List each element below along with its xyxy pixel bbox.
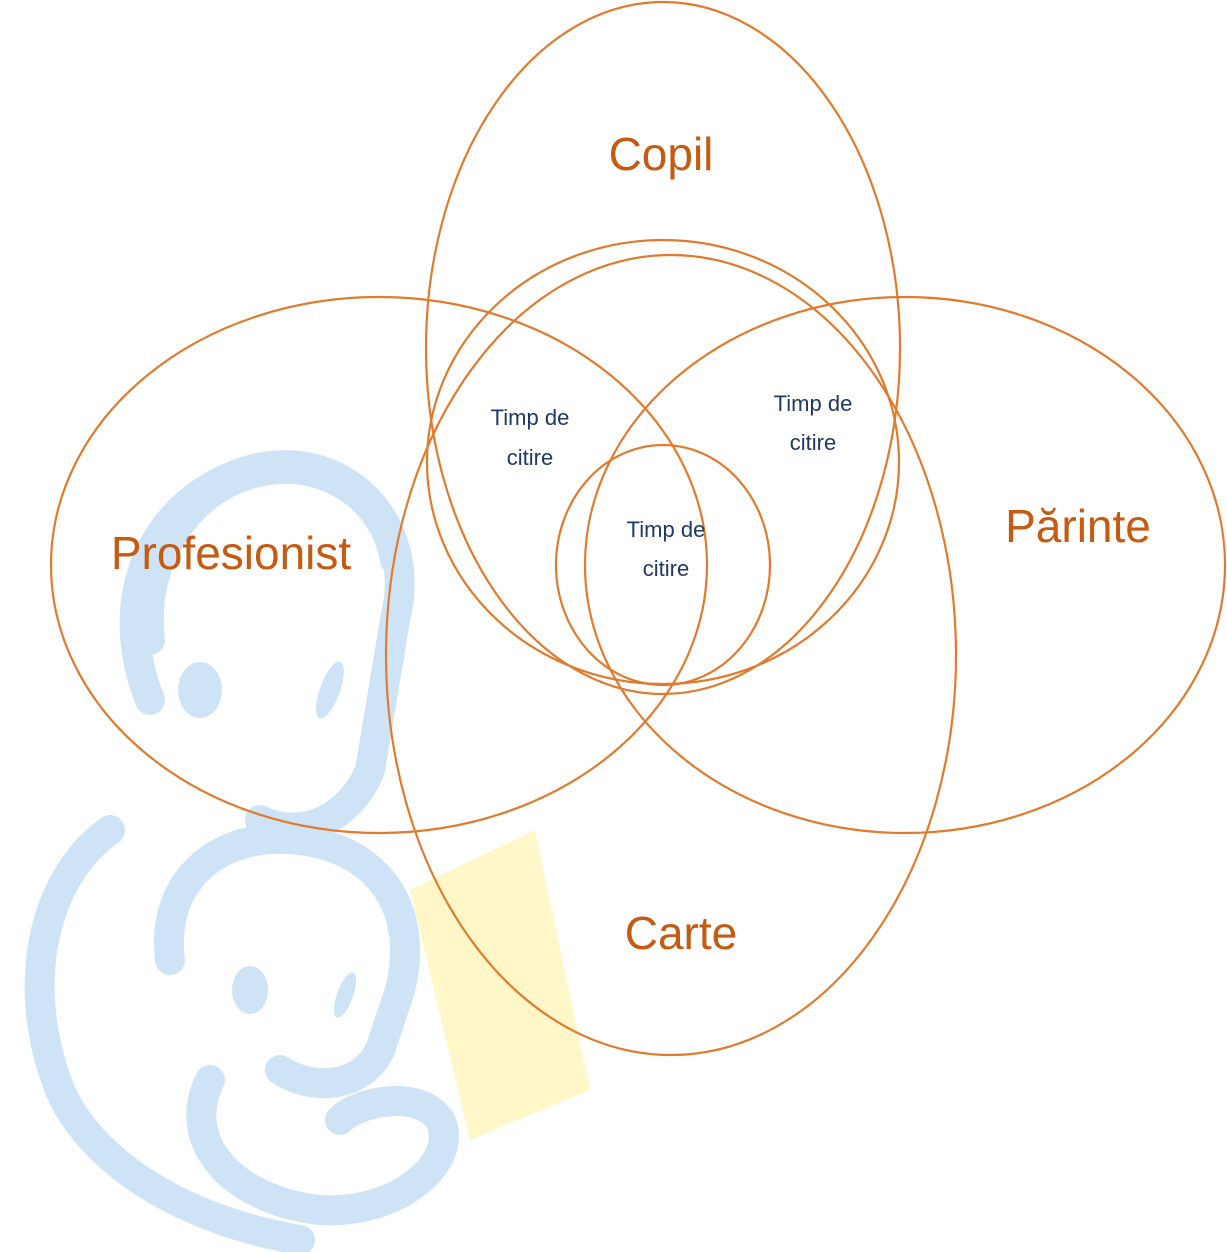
region-center-line1: Timp de (627, 517, 706, 542)
label-profesionist: Profesionist (111, 527, 352, 579)
watermark-child-head (153, 823, 421, 1099)
parent-reading-with-child-illustration (24, 450, 590, 1252)
region-right-line1: Timp de (774, 391, 853, 416)
region-left-line1: Timp de (491, 405, 570, 430)
region-center-line2: citire (643, 556, 689, 581)
label-parinte: Părinte (1005, 500, 1151, 552)
watermark-book (410, 830, 590, 1140)
watermark-parent-eye (316, 661, 344, 719)
ellipse-profesionist (49, 295, 709, 835)
watermark-child-body (186, 1065, 459, 1226)
ellipse-carte (384, 253, 958, 1057)
ellipse-parinte (583, 295, 1227, 835)
watermark-child-ear (232, 966, 268, 1014)
ellipse-core (554, 443, 772, 687)
watermark-parent-body (24, 815, 315, 1252)
label-carte: Carte (625, 907, 737, 959)
ellipse-inner-overlap (425, 238, 901, 686)
watermark-parent-hair (133, 453, 410, 655)
ellipse-copil (424, 0, 902, 696)
watermark-parent-ear (178, 662, 222, 718)
watermark-child-eye (333, 972, 357, 1018)
region-left-line2: citire (507, 445, 553, 470)
label-copil: Copil (609, 128, 714, 180)
region-right-line2: citire (790, 430, 836, 455)
